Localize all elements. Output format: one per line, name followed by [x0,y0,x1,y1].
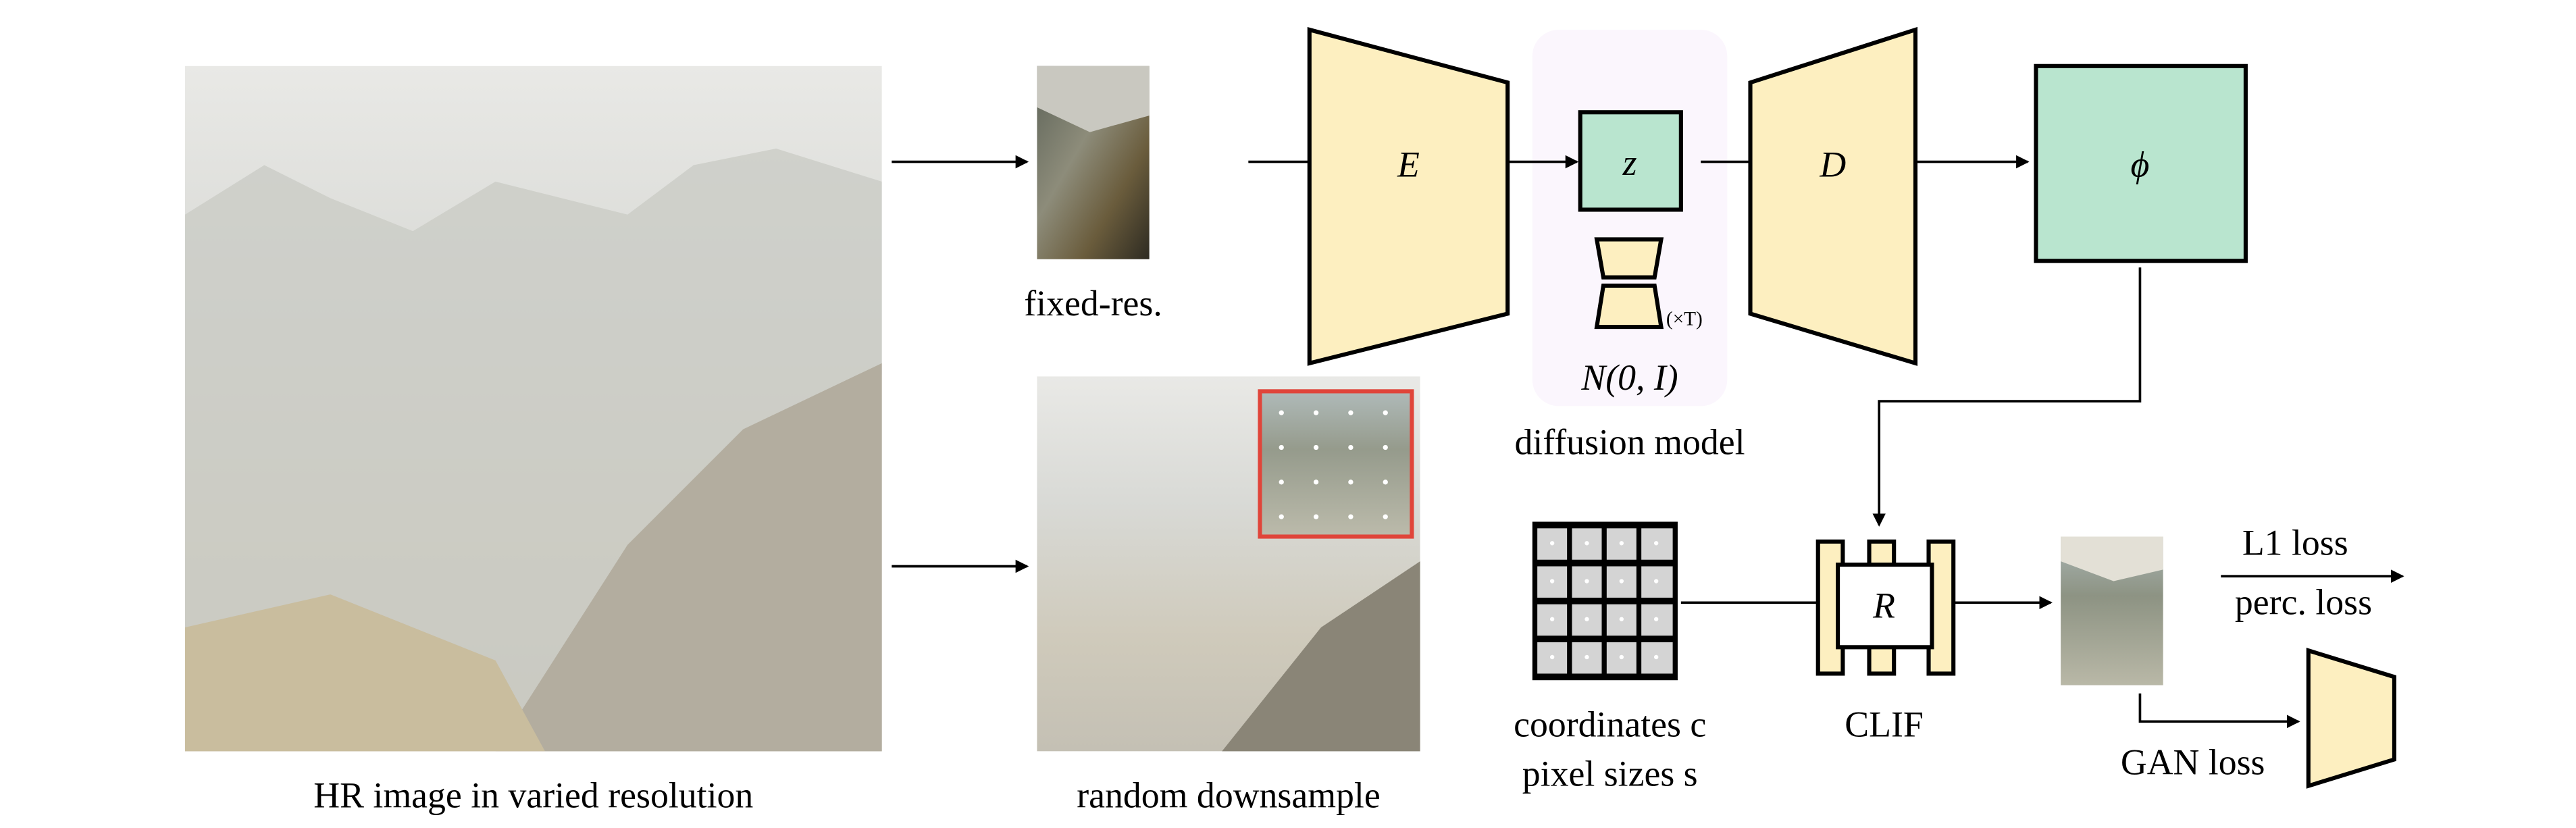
encoder-block [1307,27,1510,366]
decoder-label: D [1819,145,1846,185]
decoder-block [1748,26,1918,366]
coordinates-label: coordinates c [1514,704,1706,744]
diffusion-up-block [1594,283,1664,330]
output-image [2061,536,2163,685]
latent-label: z [1622,143,1637,183]
downsample-label: random downsample [1077,775,1380,815]
prior-label: N(0, I) [1580,357,1678,398]
clif-label: CLIF [1845,704,1924,744]
fixed-res-image [1037,66,1150,259]
renderer-label: R [1872,585,1895,625]
downsample-image [1037,376,1420,752]
repeat-label: (×T) [1666,309,1703,330]
encoder-label: E [1397,145,1420,185]
hr-image-label: HR image in varied resolution [313,775,753,815]
diffusion-model-label: diffusion model [1515,421,1745,462]
diffusion-down-block [1594,237,1664,280]
renderer-block [1836,563,1934,650]
diffusion-model-panel [1532,30,1728,407]
crop-box [1258,389,1414,539]
feature-label: ϕ [2131,145,2150,185]
arrow-feature-to-clif [1872,267,2142,527]
coordinate-grid [1532,521,1678,681]
fixed-res-label: fixed-res. [1024,283,1162,324]
latent-block [1578,110,1683,212]
sample-points [1279,410,1388,519]
clif-block [1815,539,1956,676]
discriminator-block [2306,648,2396,789]
arrow-to-discriminator [2138,693,2300,729]
gan-loss-label: GAN loss [2121,742,2265,783]
pixel-sizes-label: pixel sizes s [1522,754,1698,794]
perceptual-loss-label: perc. loss [2235,581,2372,622]
hr-image [184,66,882,752]
feature-map-block [2034,63,2248,263]
l1-loss-label: L1 loss [2242,522,2348,563]
